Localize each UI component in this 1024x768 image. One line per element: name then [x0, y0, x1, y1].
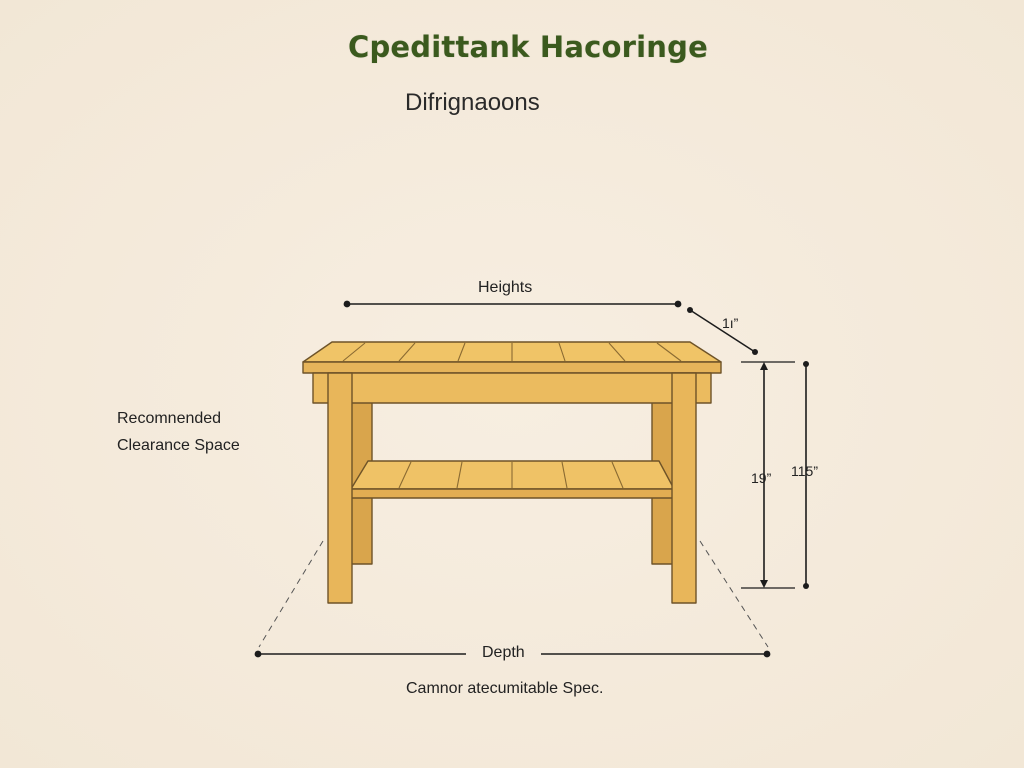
table-top-planks	[342, 342, 682, 362]
wooden-table-illustration	[302, 341, 722, 604]
table-top-edge	[302, 361, 722, 374]
page-subtitle: Difrignaoons	[405, 89, 540, 116]
depth-label: Depth	[482, 644, 525, 661]
heights-label: Heights	[478, 279, 533, 296]
outer-height-dimension-line	[803, 361, 809, 589]
heights-dimension-line	[343, 300, 682, 308]
front-right-leg	[671, 372, 697, 604]
depth-dimension-line	[254, 650, 771, 658]
clearance-guide-lines	[258, 540, 769, 648]
table-apron	[312, 372, 712, 404]
page-title: Cpedittank Hacoringe	[347, 30, 708, 64]
lower-shelf-planks	[398, 461, 624, 489]
front-left-leg	[327, 372, 353, 604]
clearance-label-line2: Clearance Space	[117, 437, 240, 454]
caption-text: Camnor atecumitable Spec.	[406, 680, 604, 697]
clearance-label-line1: Recomnended	[117, 410, 222, 427]
diagonal-dimension-label: 1ı”	[722, 315, 739, 331]
inner-height-label: 19”	[751, 470, 772, 486]
diagonal-dimension-line	[687, 307, 758, 355]
outer-height-label: 115”	[791, 463, 818, 479]
lower-shelf-edge	[350, 488, 675, 499]
inner-height-dimension-line	[741, 361, 795, 589]
